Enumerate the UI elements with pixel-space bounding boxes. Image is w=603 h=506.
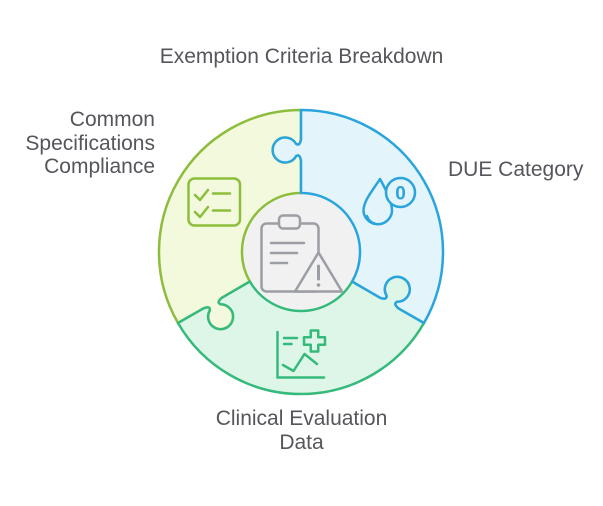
segment-due-category xyxy=(271,108,445,325)
label-common-specifications-compliance: Common Specifications Compliance xyxy=(0,108,155,179)
warning-exclamation-dot xyxy=(316,283,321,287)
checkmark xyxy=(193,188,210,202)
label-line: Data xyxy=(279,430,324,454)
label-line: Compliance xyxy=(44,155,155,178)
label-line: Clinical Evaluation xyxy=(215,407,388,430)
page-title: Exemption Criteria Breakdown xyxy=(159,45,444,68)
label-due-category: DUE Category xyxy=(448,158,584,181)
medical-chart-icon xyxy=(276,329,327,379)
checklist-icon xyxy=(187,177,242,227)
clipboard-warning-icon xyxy=(260,214,344,293)
chart-axes xyxy=(276,330,326,379)
puzzle-piece-blue xyxy=(271,108,445,325)
water-drop-shine xyxy=(365,214,376,225)
label-line: Common xyxy=(69,108,155,131)
chart-zigzag-line xyxy=(281,352,319,373)
checklist-frame xyxy=(187,177,242,227)
medical-cross xyxy=(302,329,327,353)
label-clinical-evaluation-data: Clinical Evaluation Data xyxy=(0,407,603,454)
clipboard-clip xyxy=(277,214,302,230)
label-line: Specifications xyxy=(25,131,155,155)
checkmark xyxy=(193,205,210,219)
water-drop-zero-icon: 0 xyxy=(362,176,417,226)
zero-badge-value: 0 xyxy=(395,184,406,205)
zero-badge-circle xyxy=(384,176,417,209)
